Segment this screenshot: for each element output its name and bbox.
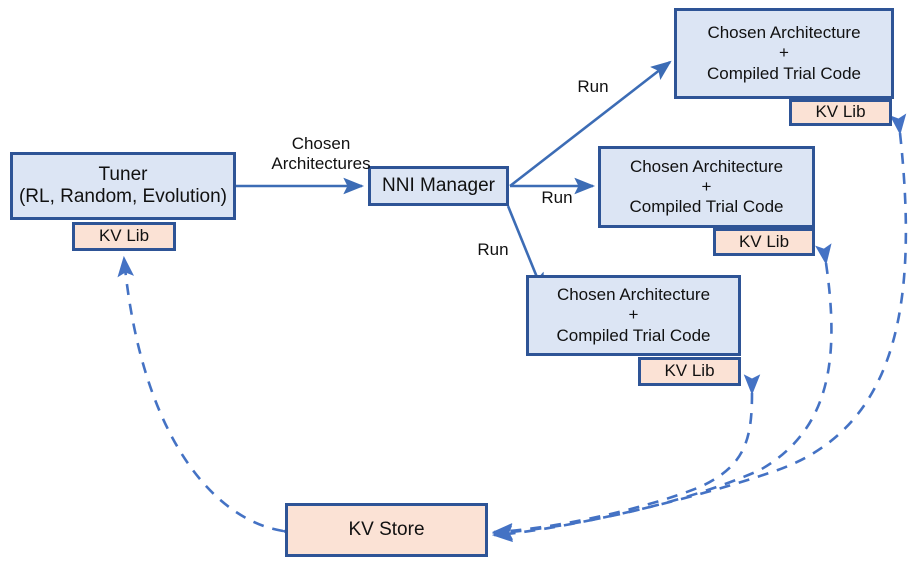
node-nni-manager[interactable]: NNI Manager <box>368 166 509 206</box>
node-trial-2-kv-lib[interactable]: KV Lib <box>713 228 815 256</box>
node-trial-3-line3: Compiled Trial Code <box>556 325 711 345</box>
node-trial-1-line1: Chosen Architecture <box>707 23 861 43</box>
edge-label-run-bottom: Run <box>477 240 509 259</box>
node-tuner-line2: (RL, Random, Evolution) <box>18 186 228 207</box>
node-kv-store-label: KV Store <box>348 518 425 540</box>
node-trial-1-kv-lib[interactable]: KV Lib <box>789 99 892 126</box>
edge-kvstore-to-tuner-kvlib <box>117 255 303 543</box>
node-trial-2-line3: Compiled Trial Code <box>629 197 784 217</box>
node-tuner[interactable]: Tuner (RL, Random, Evolution) <box>10 152 236 220</box>
node-trial-1-line3: Compiled Trial Code <box>706 63 861 83</box>
node-kv-store[interactable]: KV Store <box>285 503 488 557</box>
edge-label-run-middle: Run <box>541 188 573 207</box>
edge-label-chosen-architectures: Chosen Architectures <box>271 134 371 173</box>
node-trial-2-line1: Chosen Architecture <box>629 156 784 176</box>
node-trial-2-line2: + <box>701 176 712 196</box>
node-tuner-kv-lib-label: KV Lib <box>98 226 150 246</box>
node-trial-2[interactable]: Chosen Architecture + Compiled Trial Cod… <box>598 146 815 228</box>
node-trial-3[interactable]: Chosen Architecture + Compiled Trial Cod… <box>526 275 741 356</box>
node-tuner-line1: Tuner <box>98 163 148 185</box>
node-trial-3-kv-lib-label: KV Lib <box>664 361 715 381</box>
node-nni-manager-label: NNI Manager <box>382 174 495 196</box>
node-trial-1[interactable]: Chosen Architecture + Compiled Trial Cod… <box>674 8 894 99</box>
node-trial-1-kv-lib-label: KV Lib <box>815 102 866 122</box>
node-trial-2-kv-lib-label: KV Lib <box>738 231 790 251</box>
edge-label-run-top: Run <box>577 77 609 96</box>
node-trial-3-line2: + <box>628 305 639 325</box>
node-trial-3-line1: Chosen Architecture <box>556 285 711 305</box>
edge-trial3-kvlib-to-kvstore <box>491 374 761 540</box>
node-trial-3-kv-lib[interactable]: KV Lib <box>638 357 741 386</box>
node-tuner-kv-lib[interactable]: KV Lib <box>72 222 176 251</box>
node-trial-1-line2: + <box>779 43 789 63</box>
